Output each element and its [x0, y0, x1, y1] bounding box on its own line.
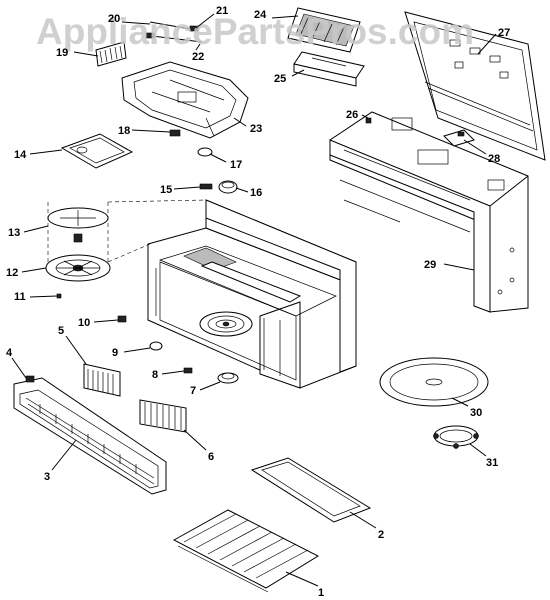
part-5-grille [83, 363, 121, 397]
part-4-clip [25, 375, 35, 383]
part-9-latch [149, 341, 163, 351]
part-26-screw [365, 117, 372, 124]
part-2-frame [250, 457, 372, 523]
part-30-turntable [379, 357, 489, 407]
callout-30: 30 [470, 407, 482, 419]
callout-27: 27 [498, 27, 510, 39]
part-16-thermostat [218, 180, 238, 194]
callout-10: 10 [78, 317, 90, 329]
part-17-sensor [197, 147, 213, 157]
part-7-turntable-motor [217, 372, 239, 384]
callout-16: 16 [250, 187, 262, 199]
main-cavity [107, 199, 357, 389]
callout-31: 31 [486, 457, 498, 469]
callout-24: 24 [254, 9, 267, 21]
part-19-grille [95, 41, 127, 67]
callout-7: 7 [190, 385, 196, 397]
part-29-outer-case [329, 111, 529, 313]
part-13-stirrer-cover [47, 202, 109, 262]
callout-1: 1 [318, 587, 324, 599]
callout-14: 14 [14, 149, 27, 161]
callout-3: 3 [44, 471, 50, 483]
callout-2: 2 [378, 529, 384, 541]
part-12-stirrer-fan [45, 254, 111, 282]
callout-12: 12 [6, 267, 18, 279]
callout-19: 19 [56, 47, 68, 59]
part-8-screw [183, 367, 193, 374]
callout-6: 6 [208, 451, 214, 463]
part-1-rack [172, 509, 320, 593]
watermark-text: AppliancePartsPros.com [36, 11, 474, 52]
part-3-front-panel [13, 377, 167, 495]
part-20-22-brackets [145, 21, 203, 43]
part-6-grille [139, 399, 187, 433]
callout-23: 23 [250, 123, 262, 135]
callout-labels: 19 20 21 22 24 25 27 23 18 17 14 15 16 2… [6, 5, 510, 599]
part-10-switch [117, 315, 127, 323]
callout-26: 26 [346, 109, 358, 121]
callout-8: 8 [152, 369, 158, 381]
callout-11: 11 [14, 291, 26, 303]
callout-22: 22 [192, 51, 204, 63]
part-11-screw [56, 293, 62, 299]
callout-15: 15 [160, 184, 172, 196]
part-15-fuse [199, 183, 213, 190]
part-23-fan-housing [121, 61, 249, 139]
callout-28: 28 [488, 153, 500, 165]
part-25-vent-adapter [293, 51, 365, 87]
part-24-vent-damper [287, 7, 361, 53]
callout-21: 21 [216, 5, 228, 17]
leader-lines [11, 13, 497, 587]
part-31-roller-ring [433, 425, 479, 449]
callout-29: 29 [424, 259, 436, 271]
part-14-light-cover [60, 133, 134, 169]
callout-25: 25 [274, 73, 286, 85]
callout-18: 18 [118, 125, 130, 137]
callout-9: 9 [112, 347, 118, 359]
callout-5: 5 [58, 325, 64, 337]
callout-17: 17 [230, 159, 242, 171]
part-27-mounting-plate [404, 11, 546, 161]
callout-13: 13 [8, 227, 20, 239]
callout-4: 4 [6, 347, 13, 359]
callout-20: 20 [108, 13, 120, 25]
part-18-clip [169, 129, 181, 137]
